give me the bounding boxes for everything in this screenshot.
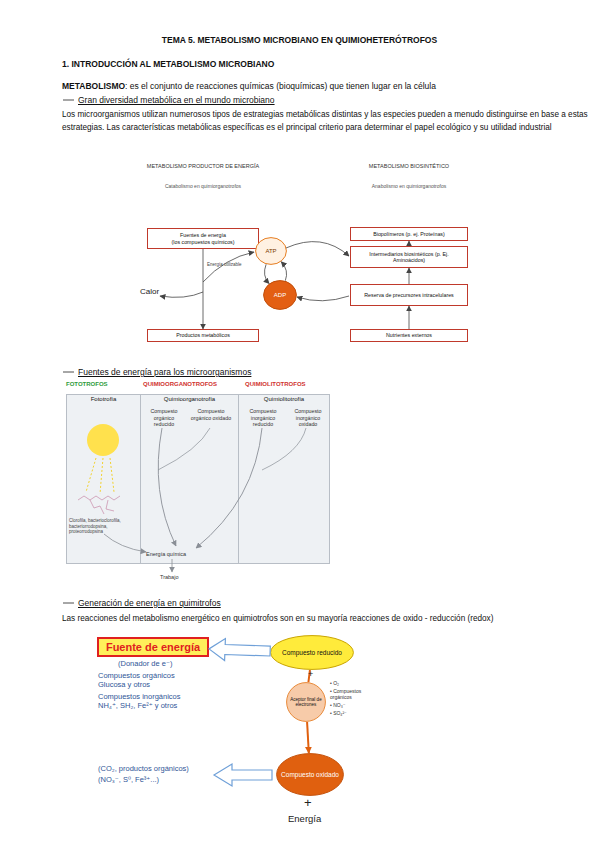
- process-box: Nutrientes externos: [350, 329, 468, 342]
- product-list: (CO₂, productos orgánicos): [98, 764, 189, 773]
- panel-node: Fototrofía: [66, 394, 141, 564]
- adp-return-arrow: [297, 296, 349, 301]
- heading-dash: [63, 372, 74, 373]
- donor-example: NH₄⁺, SH₂, Fe²⁺ y otros: [98, 701, 177, 710]
- process-box: Fuente de energía: [97, 637, 209, 657]
- pigment-list: Clorofila, bacterioclorofila, bacteriorr…: [69, 518, 139, 535]
- node-text: Biopolímeros (p. ej. Proteínas): [373, 231, 445, 237]
- curved-connector: [265, 264, 270, 283]
- subheading: Fuentes de energía para los microorganis…: [78, 367, 251, 378]
- node-text: Intermediarios biosintéticos (p. Ej. Ami…: [354, 251, 464, 263]
- ellipse-node: Aceptor final de electrones: [286, 682, 326, 722]
- decorations: [63, 100, 349, 786]
- diagram-subheading: Catabolismo en quimiorganotrofos: [142, 183, 264, 189]
- heat-label: Calor: [140, 287, 159, 297]
- node-text: Fuente de energía: [106, 641, 200, 654]
- ellipse-node: Compuesto oxidado: [276, 753, 344, 796]
- compound-label: Compuesto inorgánico oxidado: [287, 408, 329, 428]
- process-box: Biopolímeros (p. ej. Proteínas): [350, 227, 468, 241]
- donor-label: (Donador de e⁻): [118, 659, 172, 668]
- heading-dash: [63, 603, 74, 604]
- subheading: Gran diversidad metabólica en el mundo m…: [78, 95, 275, 106]
- node-text: ATP: [265, 248, 276, 255]
- ellipse-shape: [287, 683, 326, 722]
- acceptor-item: • O₂: [330, 680, 339, 686]
- energy-label: Energía química: [146, 551, 186, 558]
- paragraph: Los microorganismos utilizan numerosos t…: [62, 108, 598, 134]
- process-box: Reserva de precursores intracelulares: [350, 284, 468, 306]
- subheading: Generación de energía en quimitrofos: [78, 598, 221, 609]
- ellipse-node: ADP: [263, 280, 297, 310]
- product-list: (NO₃⁻, S⁰, Fe³⁺...): [98, 775, 159, 784]
- arrow-label: Energía utilizable: [207, 262, 243, 268]
- diagram-heading: METABOLISMO BIOSINTÉTICO: [350, 163, 468, 170]
- ellipse-node: Compuesto reducido: [270, 635, 354, 670]
- process-box: Productos metabólicos: [147, 329, 259, 342]
- energy-label: Energía: [288, 813, 321, 825]
- connector: [409, 268, 410, 284]
- column-heading: FOTOTROFOS: [66, 381, 108, 389]
- paragraph: Las reacciones del metabolismo energétic…: [62, 612, 598, 625]
- donor-example: Glucosa y otros: [98, 680, 150, 689]
- ellipse-shape: [277, 754, 344, 796]
- column-heading: QUIMIOORGANOTROFOS: [143, 381, 217, 389]
- ellipse-shape: [256, 238, 287, 265]
- compound-label: Compuesto inorgánico reducido: [241, 408, 285, 428]
- process-box: Fuentes de energía(los compuestos químic…: [147, 228, 259, 249]
- acceptor-item: • SO₄²⁻: [330, 710, 347, 716]
- ellipse-shape: [271, 636, 354, 670]
- connector: [409, 306, 410, 329]
- work-label: Trabajo: [160, 574, 178, 581]
- ellipse-node: ATP: [255, 237, 287, 265]
- acceptor-item: • NO₃⁻: [330, 702, 345, 708]
- node-text: Nutrientes externos: [386, 332, 432, 338]
- node-text: Compuesto oxidado: [281, 771, 339, 778]
- hollow-arrow: [214, 764, 272, 786]
- node-text: Reserva de precursores intracelulares: [364, 292, 454, 298]
- donor-type: Compuestos inorgánicos: [98, 692, 181, 701]
- page-title: TEMA 5. METABOLISMO MICROBIANO EN QUIMIO…: [0, 35, 599, 46]
- node-text: Quimiolitotrofía: [264, 396, 304, 403]
- compound-label: Compuesto orgánico reducido: [143, 408, 185, 428]
- curved-connector: [281, 262, 286, 281]
- section-heading: 1. INTRODUCCIÓN AL METABOLISMO MICROBIAN…: [62, 59, 274, 70]
- compound-label: Compuesto orgánico oxidado: [190, 408, 232, 421]
- node-text: Aceptor final de electrones: [290, 697, 322, 707]
- heat-arrow: [160, 292, 203, 297]
- connector: [203, 249, 204, 329]
- acceptor-item: • Compuestos orgánicos: [330, 688, 380, 701]
- plus-sign: +: [304, 795, 312, 811]
- term: METABOLISMO: [62, 81, 125, 92]
- donor-type: Compuestos orgánicos: [98, 671, 175, 680]
- node-text: Fototrofía: [91, 396, 117, 403]
- node-text: ADP: [274, 292, 286, 299]
- heading-dash: [63, 100, 74, 101]
- process-box: Intermediarios biosintéticos (p. Ej. Ami…: [350, 246, 468, 268]
- node-text: Productos metabólicos: [176, 332, 230, 338]
- energy-arrow: [203, 252, 254, 282]
- diagram-heading: METABOLISMO PRODUCTOR DE ENERGÍA: [142, 163, 264, 170]
- atp-use-arrow: [286, 242, 349, 256]
- node-text: Quimioorganotrofía: [164, 396, 215, 403]
- diagram-subheading: Anabolismo en quimiorganotrofos: [350, 183, 468, 189]
- node-text: Fuentes de energía: [180, 232, 226, 238]
- ellipse-shape: [264, 281, 297, 310]
- plus-sign: +: [308, 669, 313, 680]
- node-text: Compuesto reducido: [282, 649, 342, 656]
- definition: : es el conjunto de reacciones químicas …: [125, 81, 436, 92]
- column-heading: QUIMIOLITOTROFOS: [245, 381, 306, 389]
- node-text: (los compuestos químicos): [172, 239, 235, 245]
- connector: [307, 722, 309, 753]
- hollow-arrow: [209, 639, 270, 661]
